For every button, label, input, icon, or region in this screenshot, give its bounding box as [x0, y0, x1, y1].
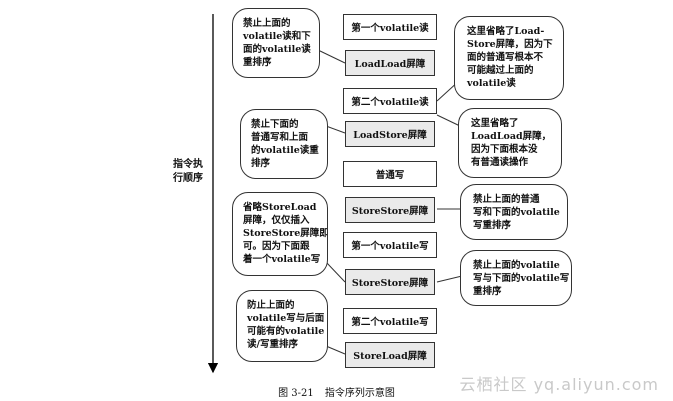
note-left-4-line: volatile写与后面	[247, 313, 325, 324]
note-left-4: 防止上面的 volatile写与后面 可能有的volatile 读/写重排序	[236, 290, 328, 362]
note-right-1-line: 这里省略了Load-	[467, 26, 545, 37]
note-right-3-line: 写重排序	[473, 220, 512, 231]
execution-order-label-line-1: 指令执	[173, 159, 203, 170]
tail-left-3	[325, 261, 346, 283]
tail-right-4	[436, 275, 463, 283]
note-left-2-line: 普通写和上面	[251, 132, 309, 143]
note-right-4-line: 写与下面的volatile写	[473, 273, 570, 284]
note-left-2-line: 的volatile读重	[251, 145, 319, 156]
note-right-2-line: 这里省略了	[471, 118, 519, 129]
note-left-3: 省略StoreLoad 屏障，仅仅插入 StoreStore屏障即 可。因为下面…	[232, 192, 328, 276]
execution-order-label-line-2: 行顺序	[173, 173, 203, 184]
note-right-1-line: volatile读	[467, 78, 516, 89]
seq-first-volatile-write: 第一个volatile写	[343, 232, 437, 258]
note-right-2-line: 有普通读操作	[471, 157, 529, 168]
note-right-1-line: 可能越过上面的	[467, 65, 534, 76]
note-left-3-line: 可。因为下面跟	[243, 241, 310, 252]
note-right-2-line: LoadLoad屏障，	[471, 131, 552, 142]
note-left-1: 禁止上面的 volatile读和下 面的volatile读 重排序	[232, 8, 320, 78]
note-right-2-line: 因为下面根本没	[471, 144, 538, 155]
tail-left-2	[325, 125, 346, 134]
note-right-3: 禁止上面的普通 写和下面的volatile 写重排序	[460, 184, 568, 240]
note-right-4-line: 禁止上面的volatile	[473, 260, 560, 271]
note-left-2-line: 禁止下面的	[251, 119, 299, 130]
note-left-4-line: 读/写重排序	[247, 339, 298, 350]
note-left-1-line: 禁止上面的	[243, 18, 291, 29]
note-left-3-line: 着一个volatile写	[243, 254, 321, 265]
seq-loadload-barrier: LoadLoad屏障	[345, 50, 435, 76]
seq-storeload-barrier: StoreLoad屏障	[345, 342, 435, 368]
seq-second-volatile-read: 第二个volatile读	[343, 88, 437, 114]
tail-left-4	[325, 345, 346, 355]
note-left-1-line: volatile读和下	[243, 31, 311, 42]
note-left-3-line: 屏障，仅仅插入	[243, 215, 310, 226]
note-left-1-line: 面的volatile读	[243, 44, 311, 55]
note-right-4: 禁止上面的volatile 写与下面的volatile写 重排序	[460, 250, 572, 306]
figure-number: 图 3-21	[278, 388, 314, 399]
note-right-3-line: 写和下面的volatile	[473, 207, 560, 218]
seq-normal-write: 普通写	[343, 161, 437, 187]
note-right-4-line: 重排序	[473, 286, 502, 297]
note-right-1: 这里省略了Load- Store屏障，因为下 面的普通写根本不 可能越过上面的 …	[454, 16, 564, 100]
seq-storestore-barrier-2: StoreStore屏障	[345, 269, 435, 295]
note-right-1-line: 面的普通写根本不	[467, 52, 544, 63]
seq-first-volatile-read: 第一个volatile读	[343, 14, 437, 40]
seq-second-volatile-write: 第二个volatile写	[343, 308, 437, 334]
seq-loadstore-barrier: LoadStore屏障	[345, 121, 435, 147]
note-right-1-line: Store屏障，因为下	[467, 39, 553, 50]
note-left-3-line: 省略StoreLoad	[243, 202, 317, 213]
note-left-3-line: StoreStore屏障即	[243, 228, 328, 239]
figure-caption: 图 3-21 指令序列示意图	[0, 384, 673, 399]
watermark: 云栖社区 yq.aliyun.com	[459, 375, 659, 394]
note-left-4-line: 防止上面的	[247, 300, 295, 311]
note-left-2: 禁止下面的 普通写和上面 的volatile读重 排序	[240, 109, 328, 179]
tail-left-1	[317, 49, 346, 64]
note-left-1-line: 重排序	[243, 57, 272, 68]
execution-order-label: 指令执 行顺序	[170, 158, 206, 186]
note-right-2: 这里省略了 LoadLoad屏障， 因为下面根本没 有普通读操作	[458, 108, 562, 178]
note-left-2-line: 排序	[251, 158, 271, 169]
seq-storestore-barrier-1: StoreStore屏障	[345, 197, 435, 223]
tail-right-2	[436, 114, 461, 127]
note-left-4-line: 可能有的volatile	[247, 326, 325, 337]
note-right-3-line: 禁止上面的普通	[473, 194, 540, 205]
figure-title: 指令序列示意图	[324, 388, 395, 399]
